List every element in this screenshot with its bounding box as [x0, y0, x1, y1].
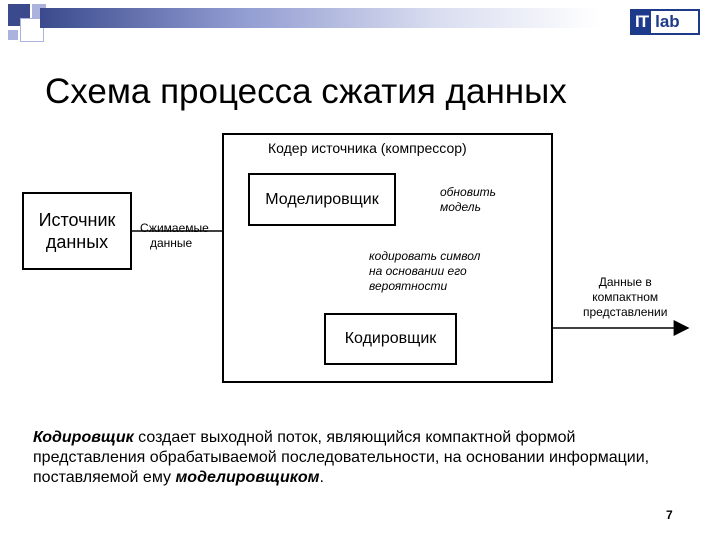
encode-symbol-label: кодировать символ на основании его вероя…	[369, 249, 481, 293]
encoder-label: Кодер источника (компрессор)	[268, 140, 467, 156]
update-model-label: обновить модель	[440, 185, 496, 214]
modeler-label: Моделировщик	[265, 190, 379, 208]
source-label-line2: данных	[45, 232, 109, 252]
coder-label: Кодировщик	[344, 330, 437, 347]
output-data-label: Данные в компактном представлении	[583, 275, 668, 319]
modeler-term: моделировщиком	[175, 469, 320, 486]
slide-title: Схема процесса сжатия данных	[45, 72, 567, 111]
page-number: 7	[666, 508, 673, 522]
modeler-box: Моделировщик	[248, 173, 396, 226]
coder-box: Кодировщик	[324, 313, 457, 365]
description-paragraph: Кодировщик создает выходной поток, являю…	[33, 429, 650, 486]
coder-term: Кодировщик	[33, 429, 134, 446]
source-label-line1: Источник	[38, 210, 116, 230]
compressed-data-label: Сжимаемые данные	[140, 221, 209, 250]
header-gradient-bar	[40, 8, 600, 28]
source-box: Источник данных	[22, 192, 132, 270]
itlab-logo: IT lab	[630, 9, 700, 35]
